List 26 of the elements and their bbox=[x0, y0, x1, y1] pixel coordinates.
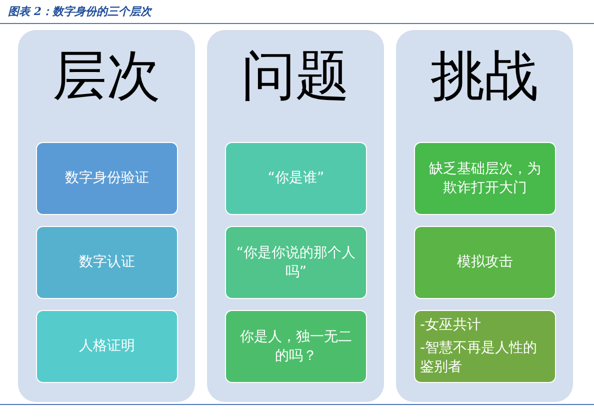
column-heading: 层次 bbox=[52, 46, 162, 106]
box-text: “你是你说的那个人吗” bbox=[235, 244, 357, 282]
text-box bbox=[36, 310, 178, 383]
box-text: 你是人，独一无二的吗？ bbox=[239, 328, 353, 366]
text-box bbox=[414, 142, 556, 215]
text-box bbox=[225, 310, 367, 383]
box-text: 数字认证 bbox=[79, 253, 135, 272]
box-text: 数字身份验证 bbox=[65, 169, 149, 188]
box-text: 人格证明 bbox=[79, 337, 135, 356]
column-heading: 挑战 bbox=[430, 46, 540, 106]
box-text: “你是谁” bbox=[268, 169, 324, 188]
column-heading: 问题 bbox=[240, 46, 350, 106]
box-text: -女巫共计 bbox=[420, 316, 482, 335]
text-box bbox=[36, 226, 178, 299]
text-box bbox=[414, 310, 556, 383]
box-text: 模拟攻击 bbox=[457, 253, 513, 272]
text-box bbox=[225, 142, 367, 215]
column-panel bbox=[18, 30, 195, 402]
box-text: 缺乏基础层次，为欺诈打开大门 bbox=[428, 160, 542, 198]
box-text: -智慧不再是人性的鉴别者 bbox=[420, 339, 538, 377]
text-box bbox=[414, 226, 556, 299]
column-panel bbox=[396, 30, 573, 402]
text-box bbox=[225, 226, 367, 299]
figure-title: 图表 2：数字身份的三个层次 bbox=[8, 4, 152, 19]
column-panel bbox=[207, 30, 384, 402]
text-box bbox=[36, 142, 178, 215]
